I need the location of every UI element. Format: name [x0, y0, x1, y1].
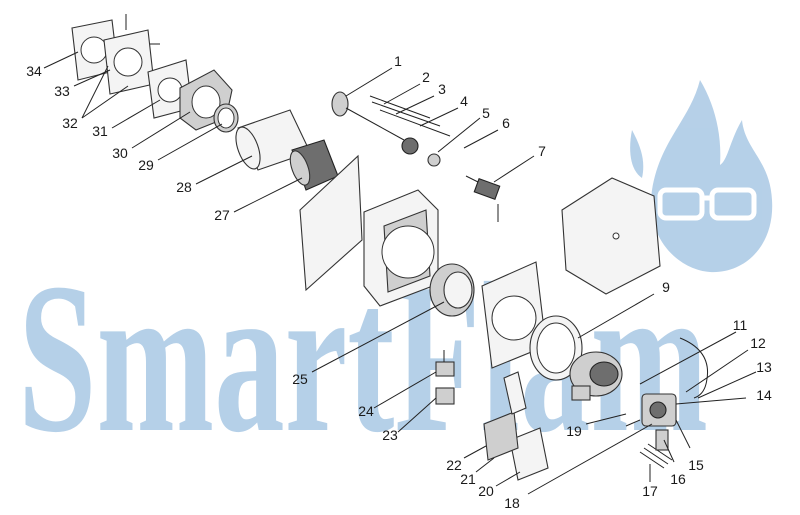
callout-19: 19 [566, 423, 582, 439]
part-fan-wheel-25 [429, 263, 475, 317]
part-mounting-plate [299, 154, 363, 292]
part-gasket-9 [529, 315, 583, 381]
callout-5: 5 [482, 105, 490, 121]
callout-1: 1 [394, 53, 402, 69]
callout-33: 33 [54, 83, 70, 99]
callout-24: 24 [358, 403, 374, 419]
part-connector-7 [465, 175, 501, 222]
part-ring-29 [213, 103, 239, 133]
callout-17: 17 [642, 483, 658, 499]
part-plug-24 [435, 350, 455, 377]
callout-25: 25 [292, 371, 308, 387]
callout-4: 4 [460, 93, 468, 109]
callout-14: 14 [756, 387, 772, 403]
callout-21: 21 [460, 471, 476, 487]
callout-6: 6 [502, 115, 510, 131]
callout-20: 20 [478, 483, 494, 499]
callout-9: 9 [662, 279, 670, 295]
part-electrodes-2-4 [369, 95, 451, 137]
callout-18: 18 [504, 495, 520, 511]
callout-labels: 1234567911121314151617181920212223242527… [26, 53, 772, 511]
part-burner-housing [363, 189, 439, 307]
part-coupling-16 [655, 429, 669, 451]
callout-3: 3 [438, 81, 446, 97]
callout-29: 29 [138, 157, 154, 173]
leader-lines [43, 51, 757, 495]
callout-22: 22 [446, 457, 462, 473]
callout-23: 23 [382, 427, 398, 443]
callout-31: 31 [92, 123, 108, 139]
part-hoses-17 [639, 443, 673, 469]
part-diffuser-5 [401, 137, 441, 167]
callout-15: 15 [688, 457, 704, 473]
callout-16: 16 [670, 471, 686, 487]
part-relay-21-22 [483, 411, 519, 461]
part-motor-19 [569, 351, 623, 401]
part-pump-14 [625, 393, 677, 427]
callout-32: 32 [62, 115, 78, 131]
callout-11: 11 [733, 317, 748, 333]
callout-2: 2 [422, 69, 430, 85]
callout-34: 34 [26, 63, 42, 79]
part-hose-12 [679, 337, 708, 399]
callout-7: 7 [538, 143, 546, 159]
glasses-logo-icon [657, 187, 757, 221]
callout-13: 13 [756, 359, 772, 375]
part-combustion-head-27 [289, 139, 339, 191]
callout-28: 28 [176, 179, 192, 195]
part-nozzle-holder-1 [331, 91, 405, 141]
callout-12: 12 [750, 335, 766, 351]
callout-27: 27 [214, 207, 230, 223]
part-terminal-23 [435, 387, 455, 405]
part-control-box-20 [509, 427, 549, 481]
flame-logo-icon [651, 80, 773, 273]
part-bracket [503, 371, 527, 415]
callout-30: 30 [112, 145, 128, 161]
part-cover-hood [561, 177, 661, 295]
